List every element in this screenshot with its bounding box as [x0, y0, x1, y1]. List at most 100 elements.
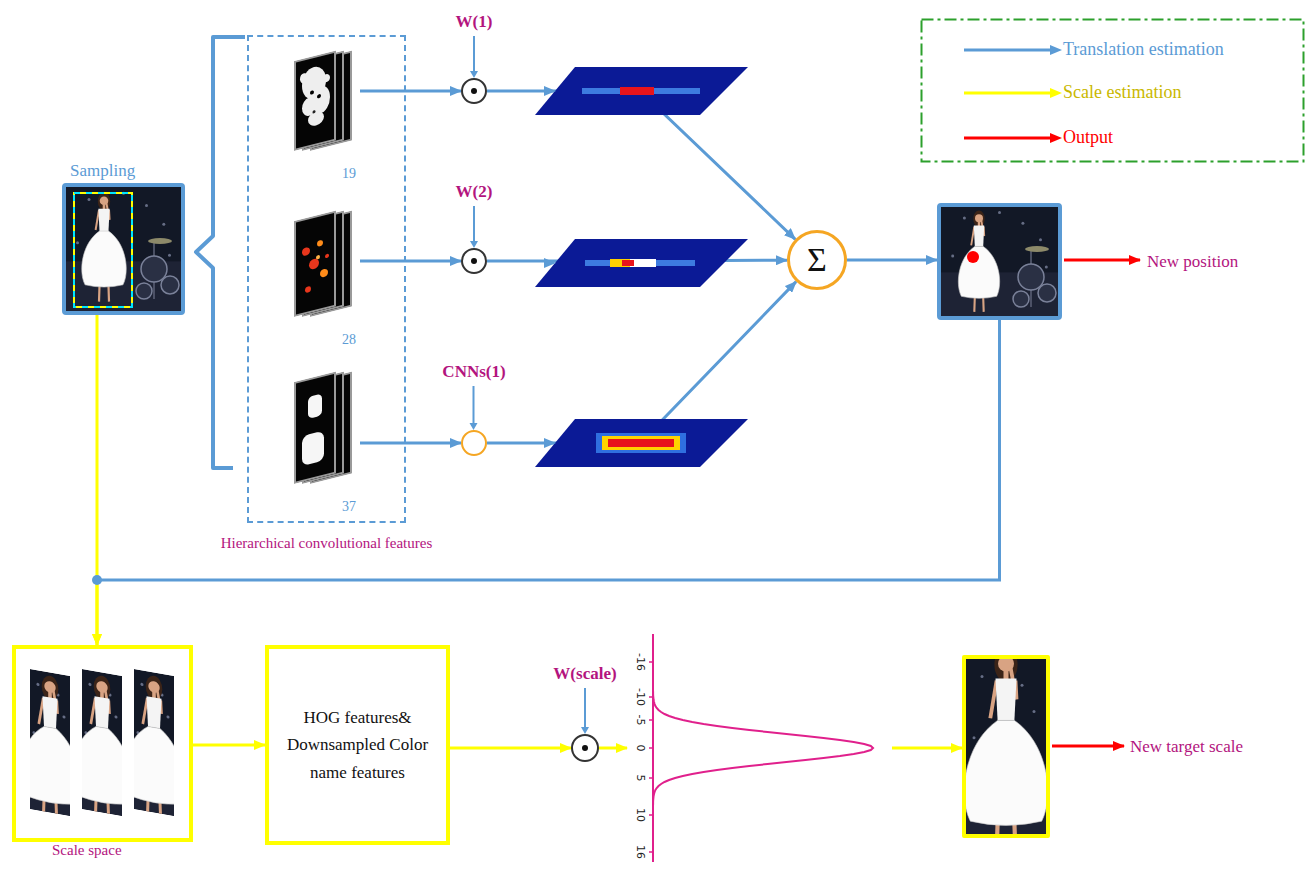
svg-circle [317, 94, 321, 99]
svg-polygon [544, 258, 556, 268]
svg-path [966, 720, 1046, 825]
illustration [288, 45, 360, 165]
output-label: New target scale [1130, 737, 1243, 757]
svg-g [295, 52, 335, 150]
connector-line [487, 282, 796, 443]
svg-g [72, 667, 132, 827]
svg-ellipse [148, 238, 172, 244]
legend-label: Translation estimation [1063, 39, 1224, 60]
svg-ellipse [322, 73, 330, 83]
svg-polygon [535, 419, 748, 467]
svg-circle [317, 240, 323, 247]
illustration [463, 80, 485, 102]
svg-line [649, 777, 653, 779]
legend-label: Scale estimation [1063, 82, 1181, 103]
svg-path [98, 209, 109, 231]
illustration [66, 187, 181, 311]
svg-circle [76, 241, 79, 244]
svg-path [990, 681, 996, 719]
svg-svg [124, 667, 184, 827]
svg-path [971, 227, 974, 246]
svg-line [649, 661, 653, 663]
svg-rect [74, 193, 132, 307]
connector-line [892, 747, 962, 750]
illustration [627, 632, 892, 864]
svg-polygon [1050, 45, 1062, 55]
svg-path [95, 696, 110, 729]
svg-svg [72, 667, 132, 827]
junction-dot [92, 575, 102, 585]
response-map [535, 419, 748, 467]
svg-path [96, 210, 99, 230]
svg-polygon [470, 423, 478, 430]
axis-tick-label: 0 [635, 745, 646, 752]
svg-polygon [581, 727, 589, 734]
image-frame: New position [937, 203, 1062, 320]
svg-rect [622, 260, 634, 266]
svg-circle [1013, 291, 1029, 307]
svg-circle [1038, 284, 1056, 302]
connector-line [360, 260, 461, 263]
output-label: New position [1147, 252, 1238, 272]
svg-circle [316, 255, 320, 260]
svg-svg [295, 212, 335, 316]
connector-line [450, 747, 571, 750]
weight-label: W(scale) [553, 664, 616, 684]
svg-svg [295, 52, 335, 150]
layer-number: 28 [342, 332, 356, 348]
svg-circle [951, 255, 954, 258]
illustration [463, 250, 485, 272]
svg-path [20, 722, 80, 808]
svg-circle [998, 211, 1001, 214]
svg-circle [115, 715, 118, 719]
weight-label: W(1) [456, 12, 493, 32]
svg-circle [1018, 264, 1044, 290]
svg-rect [582, 88, 700, 94]
svg-line [649, 851, 653, 853]
layer-number: 37 [342, 499, 356, 515]
connector [97, 315, 98, 645]
svg-circle [309, 258, 319, 270]
svg-line [649, 719, 653, 721]
output-arrow [1064, 259, 1140, 262]
svg-circle [1021, 222, 1024, 225]
svg-circle [967, 251, 979, 263]
svg-polyline [653, 672, 873, 824]
svg-circle [141, 683, 144, 687]
feature-map-stack: 28 [288, 205, 360, 331]
axis-tick-label: -5 [635, 715, 646, 726]
svg-circle [89, 683, 92, 687]
svg-circle [1039, 238, 1042, 241]
svg-path [82, 231, 127, 287]
illustration [288, 366, 360, 498]
svg-path [996, 678, 1017, 720]
svg-line [584, 688, 586, 727]
connector-line [599, 747, 627, 750]
svg-ellipse [1025, 246, 1049, 252]
svg-line [649, 747, 653, 749]
legend-sample [964, 130, 1064, 146]
svg-circle [168, 254, 171, 257]
output-arrow [1052, 745, 1124, 748]
svg-path [974, 226, 984, 247]
sum-symbol: Σ [807, 243, 827, 277]
svg-circle [88, 198, 91, 201]
correlation-operator: W(1) [461, 78, 487, 104]
svg-rect [922, 20, 1304, 162]
illustration [966, 659, 1046, 834]
svg-path [124, 722, 184, 808]
box-text: HOG features& Downsampled Color name fea… [278, 704, 438, 786]
feature-map-stack: 19 [288, 45, 360, 165]
connector [450, 748, 571, 749]
weight-label: CNNs(1) [442, 362, 505, 382]
svg-rect [302, 431, 324, 466]
svg-circle [963, 216, 966, 219]
svg-g [124, 667, 184, 827]
svg-circle [973, 736, 976, 739]
connector [360, 443, 461, 444]
connector [487, 282, 796, 443]
connector-line [193, 744, 265, 747]
image-caption: Sampling [70, 161, 135, 181]
svg-rect [295, 373, 335, 483]
svg-circle [145, 204, 148, 207]
